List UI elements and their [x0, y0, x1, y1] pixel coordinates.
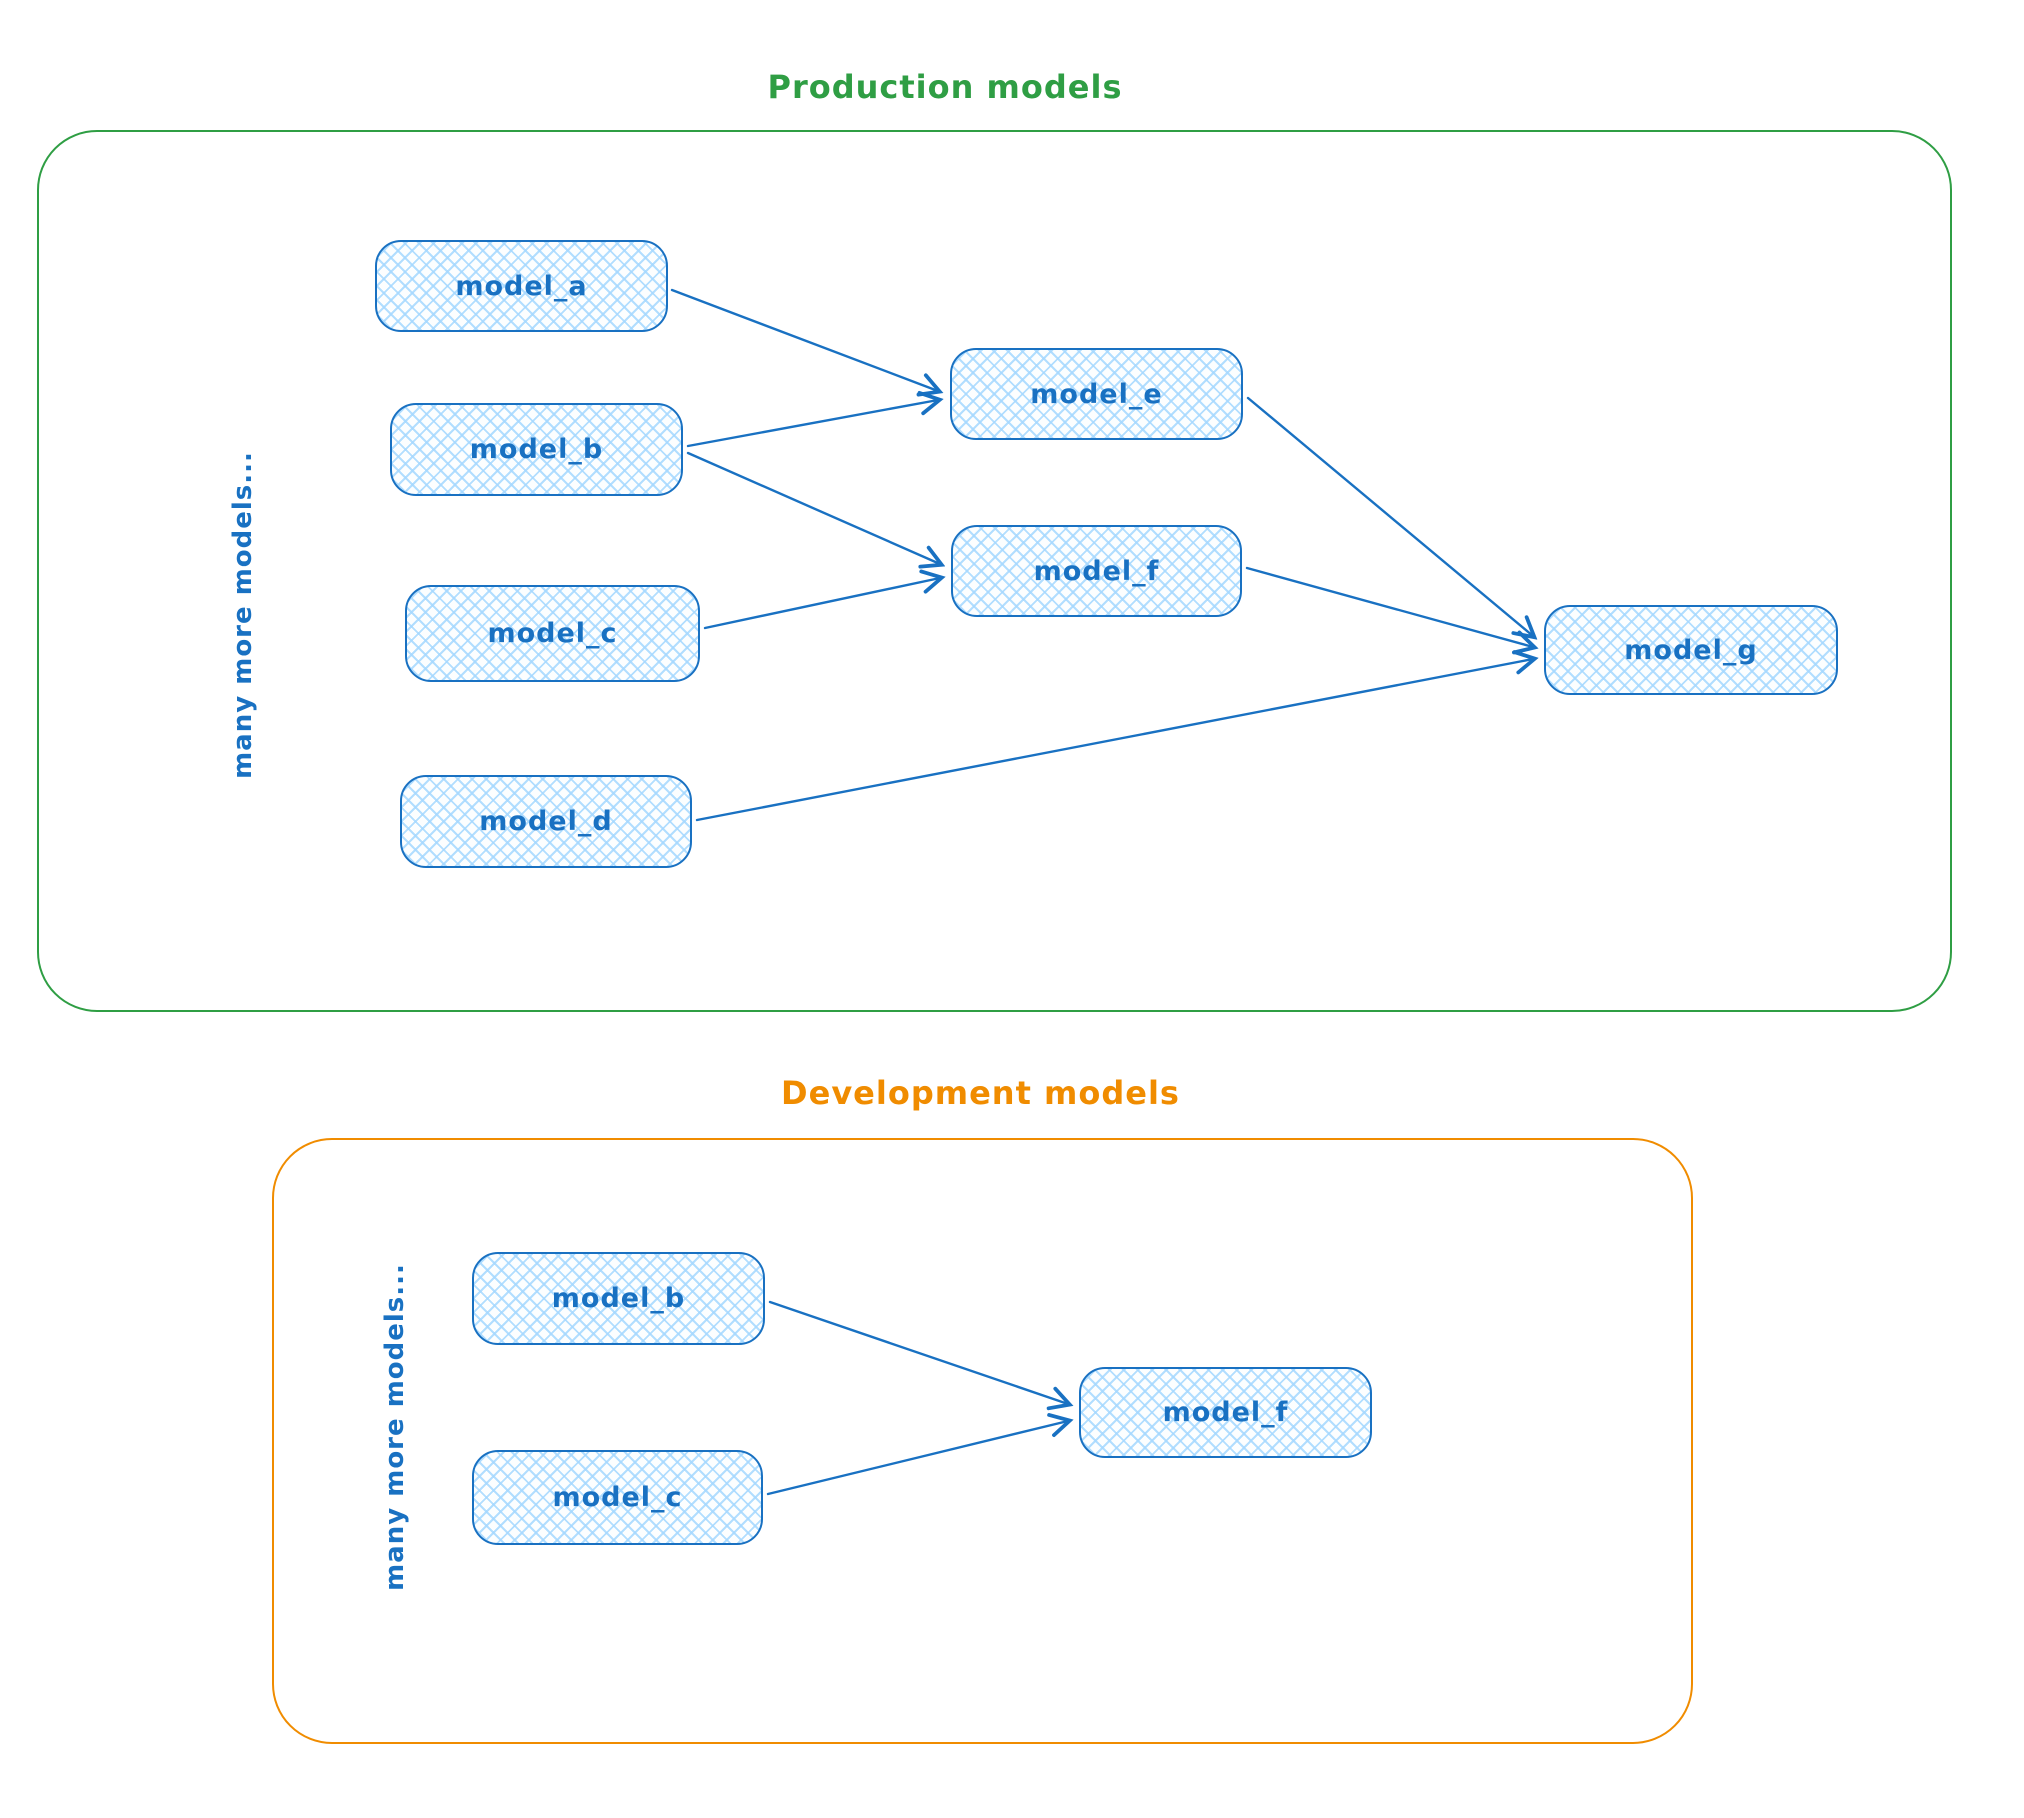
development-group-title: Development models — [781, 1074, 1180, 1112]
development-side-label: many more models... — [380, 1263, 410, 1591]
node-production-model_b: model_b — [390, 403, 683, 496]
node-development-model_c: model_c — [472, 1450, 763, 1545]
node-production-model_c: model_c — [405, 585, 700, 682]
node-production-model_a: model_a — [375, 240, 668, 332]
node-development-model_f: model_f — [1079, 1367, 1372, 1458]
node-production-model_d: model_d — [400, 775, 692, 868]
node-production-model_f: model_f — [951, 525, 1242, 617]
production-side-label: many more models... — [228, 451, 258, 779]
production-group-box — [37, 130, 1952, 1012]
node-production-model_e: model_e — [950, 348, 1243, 440]
development-group-box — [272, 1138, 1693, 1744]
production-group-title: Production models — [767, 68, 1123, 106]
node-development-model_b: model_b — [472, 1252, 765, 1345]
node-production-model_g: model_g — [1544, 605, 1838, 695]
